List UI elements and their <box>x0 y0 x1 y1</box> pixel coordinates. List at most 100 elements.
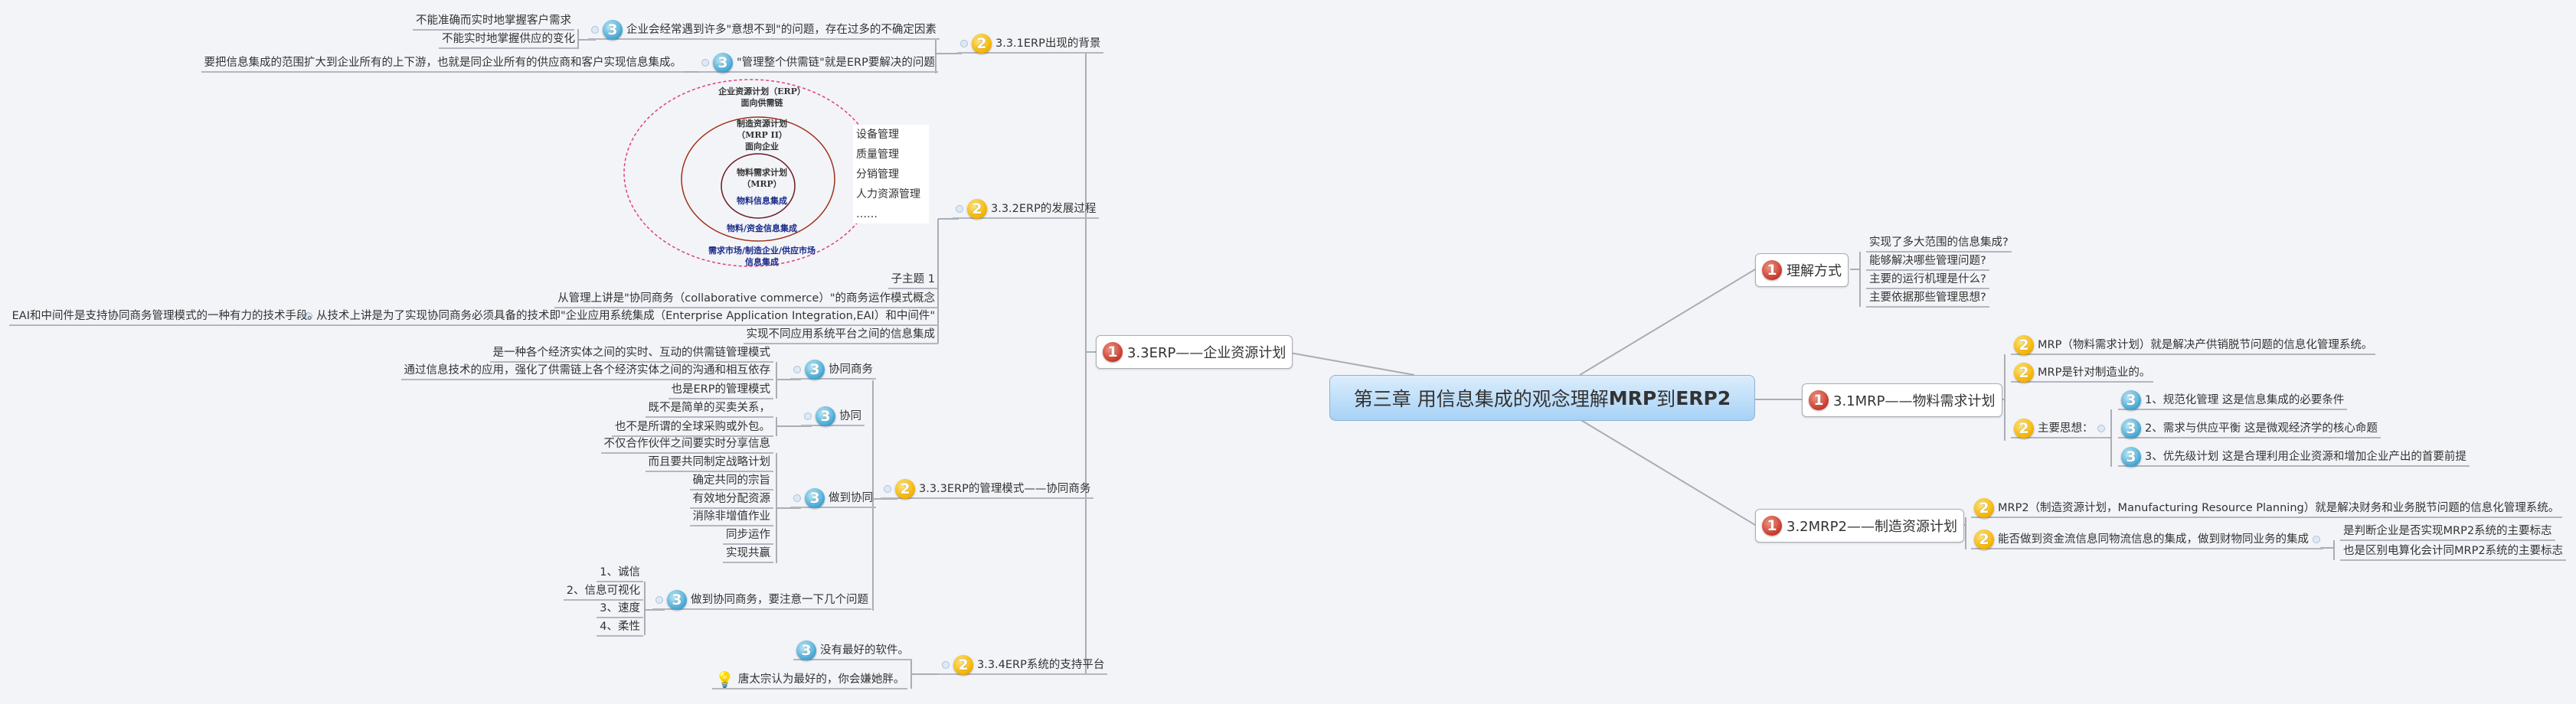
leaf-label: 也是ERP的管理模式 <box>671 383 770 396</box>
leaf-item[interactable]: 能够解决哪些管理问题? <box>1866 253 1989 271</box>
topic-mrp[interactable]: 1 3.1MRP——物料需求计划 <box>1802 383 2002 417</box>
leaf-item[interactable]: 1、诚信 <box>597 564 643 582</box>
leaf-item[interactable]: 实现共赢 <box>723 545 773 563</box>
diagram-mrp2-label: 制造资源计划（MRP II）面向企业 <box>737 119 787 152</box>
topic-label: 做到协同商务，要注意一下几个问题 <box>691 594 868 606</box>
mrp-item[interactable]: 2 MRP（物料需求计划）就是解决产供销脱节问题的信息化管理系统。 <box>2011 335 2376 355</box>
connector <box>577 29 596 49</box>
topic-collaboration[interactable]: 3 协同 <box>801 406 865 426</box>
leaf-item[interactable]: 2、信息可视化 <box>563 582 643 601</box>
topic-supply-chain[interactable]: 3 "管理整个供需链"就是ERP要解决的问题 <box>698 53 938 73</box>
mrp-item[interactable]: 2 MRP是针对制造业的。 <box>2011 363 2154 383</box>
topic-label: 3.3ERP——企业资源计划 <box>1127 345 1286 361</box>
subtopic-erp-background[interactable]: 2 3.3.1ERP出现的背景 <box>957 34 1104 54</box>
item-label: 2、需求与供应平衡 这是微观经济学的核心命题 <box>2145 422 2378 435</box>
subtopic-erp-platform[interactable]: 2 3.3.4ERP系统的支持平台 <box>939 655 1108 675</box>
number-3-badge: 3 <box>713 53 733 73</box>
topic-collaborative-commerce[interactable]: 3 协同商务 <box>790 360 876 380</box>
leaf-item[interactable]: 也是区别电算化会计同MRP2系统的主要标志 <box>2340 543 2567 561</box>
leaf-label: 而且要共同制定战略计划 <box>648 456 771 468</box>
collapse-toggle[interactable] <box>884 485 891 493</box>
leaf-label: 实现共赢 <box>726 547 770 559</box>
leaf-item[interactable]: 不仅合作伙伴之间要实时分享信息 <box>600 435 773 454</box>
number-2-badge: 2 <box>972 34 992 54</box>
topic-label: 3.1MRP——物料需求计划 <box>1833 393 1996 409</box>
leaf-item[interactable]: 子主题 1 <box>888 271 938 289</box>
leaf-item[interactable]: 主要的运行机理是什么? <box>1866 271 1989 289</box>
topic-erp[interactable]: 1 3.3ERP——企业资源计划 <box>1096 335 1293 369</box>
leaf-item[interactable]: 主要依据那些管理思想? <box>1866 289 1989 308</box>
leaf-item[interactable]: 不能准确而实时地掌握客户需求 <box>413 12 574 31</box>
mrp2-item-integration[interactable]: 2 能否做到资金流信息同物流信息的集成，做到财物同业务的集成 <box>1971 530 2323 549</box>
diagram-mrp2-integration: 物料/资金信息集成 <box>726 223 798 233</box>
collapse-toggle[interactable] <box>701 59 709 67</box>
leaf-item[interactable]: 实现不同应用系统平台之间的信息集成 <box>743 326 938 344</box>
collapse-toggle[interactable] <box>591 26 599 34</box>
leaf-item[interactable]: 也不是所谓的全球采购或外包。 <box>612 419 773 437</box>
leaf-item[interactable]: 4、柔性 <box>597 618 643 637</box>
leaf-item[interactable]: 通过信息技术的应用，强化了供需链上各个经济实体之间的沟通和相互依存 <box>400 362 773 380</box>
leaf-item[interactable]: 是判断企业是否实现MRP2系统的主要标志 <box>2340 523 2555 541</box>
number-2-badge: 2 <box>2014 419 2034 438</box>
collapse-toggle[interactable] <box>804 412 812 420</box>
leaf-item[interactable]: 确定共同的宗旨 <box>689 472 773 491</box>
module-item: 设备管理 <box>856 129 899 141</box>
collapse-toggle[interactable] <box>2097 425 2105 432</box>
leaf-item[interactable]: 消除非增值作业 <box>689 508 773 526</box>
subtopic-label: 3.3.3ERP的管理模式——协同商务 <box>919 483 1091 495</box>
number-3-badge: 3 <box>2121 419 2141 438</box>
topic-label: 协同 <box>839 410 861 422</box>
topic-tang-taizong[interactable]: 💡 唐太宗认为最好的，你会嫌她胖。 <box>712 671 908 689</box>
leaf-item[interactable]: 而且要共同制定战略计划 <box>645 454 773 472</box>
topic-understanding[interactable]: 1 理解方式 <box>1755 253 1849 287</box>
mrp-scope-circle <box>721 153 796 219</box>
collapse-toggle[interactable] <box>655 596 663 604</box>
leaf-item[interactable]: 有效地分配资源 <box>689 491 773 509</box>
leaf-item[interactable]: 要把信息集成的范围扩大到企业所有的上下游，也就是同企业所有的供应商和客户实现信息… <box>201 54 685 73</box>
collapse-toggle[interactable] <box>956 205 963 213</box>
collapse-toggle[interactable] <box>304 312 312 320</box>
topic-label: 企业会经常遇到许多"意想不到"的问题，存在过多的不确定因素 <box>626 24 937 36</box>
number-3-badge: 3 <box>805 360 825 380</box>
main-idea-item[interactable]: 3 1、规范化管理 这是信息集成的必要条件 <box>2118 390 2348 410</box>
leaf-item[interactable]: 既不是简单的买卖关系， <box>645 399 773 418</box>
central-title-part: 到 <box>1656 388 1676 410</box>
item-label: 1、规范化管理 这是信息集成的必要条件 <box>2145 394 2345 406</box>
subtopic-erp-development[interactable]: 2 3.3.2ERP的发展过程 <box>953 199 1100 219</box>
leaf-item[interactable]: 同步运作 <box>723 526 773 545</box>
topic-no-best-software[interactable]: 3 没有最好的软件。 <box>793 640 912 660</box>
collapse-toggle[interactable] <box>793 494 801 502</box>
leaf-item[interactable]: 3、速度 <box>597 600 643 618</box>
topic-collaboration-issues[interactable]: 3 做到协同商务，要注意一下几个问题 <box>652 590 871 610</box>
leaf-item[interactable]: 从技术上讲是为了实现协同商务必须具备的技术即"企业应用系统集成（Enterpri… <box>301 308 938 326</box>
mrp2-item[interactable]: 2 MRP2（制造资源计划，Manufacturing Resource Pla… <box>1971 498 2563 518</box>
collapse-toggle[interactable] <box>793 366 801 373</box>
mrp-item-main-ideas[interactable]: 2 主要思想： <box>2011 419 2108 438</box>
connector <box>872 380 897 611</box>
collapse-toggle[interactable] <box>2313 536 2320 543</box>
leaf-item[interactable]: 是一种各个经济实体之间的实时、互动的供需链管理模式 <box>489 344 773 363</box>
collapse-toggle[interactable] <box>942 661 950 669</box>
collapse-toggle[interactable] <box>960 40 968 47</box>
leaf-label: 确定共同的宗旨 <box>692 474 771 487</box>
leaf-item[interactable]: 也是ERP的管理模式 <box>668 381 773 399</box>
number-3-badge: 3 <box>667 590 687 610</box>
number-2-badge: 2 <box>2014 363 2034 383</box>
topic-mrp2[interactable]: 1 3.2MRP2——制造资源计划 <box>1755 509 1964 543</box>
leaf-item[interactable]: 从管理上讲是"协同商务（collaborative commerce）"的商务运… <box>554 290 938 308</box>
subtopic-erp-management[interactable]: 2 3.3.3ERP的管理模式——协同商务 <box>881 479 1094 499</box>
subtopic-label: 3.3.4ERP系统的支持平台 <box>977 659 1105 671</box>
leaf-item[interactable]: 实现了多大范围的信息集成? <box>1866 234 2012 253</box>
leaf-label: 不能实时地掌握供应的变化 <box>442 33 575 45</box>
main-idea-item[interactable]: 3 2、需求与供应平衡 这是微观经济学的核心命题 <box>2118 419 2381 438</box>
topic-achieve-collaboration[interactable]: 3 做到协同 <box>790 488 876 508</box>
leaf-label: 2、信息可视化 <box>566 585 640 597</box>
leaf-item[interactable]: EAI和中间件是支持协同商务管理模式的一种有力的技术手段。 <box>8 308 322 326</box>
central-title-part: 第三章 用信息集成的观念理解 <box>1353 388 1609 410</box>
leaf-label: 通过信息技术的应用，强化了供需链上各个经济实体之间的沟通和相互依存 <box>404 364 771 376</box>
main-idea-item[interactable]: 3 3、优先级计划 这是合理利用企业资源和增加企业产出的首要前提 <box>2118 447 2470 467</box>
leaf-item[interactable]: 不能实时地掌握供应的变化 <box>439 31 578 49</box>
central-title-part: ERP2 <box>1675 386 1731 409</box>
topic-uncertainty[interactable]: 3 企业会经常遇到许多"意想不到"的问题，存在过多的不确定因素 <box>588 20 940 40</box>
